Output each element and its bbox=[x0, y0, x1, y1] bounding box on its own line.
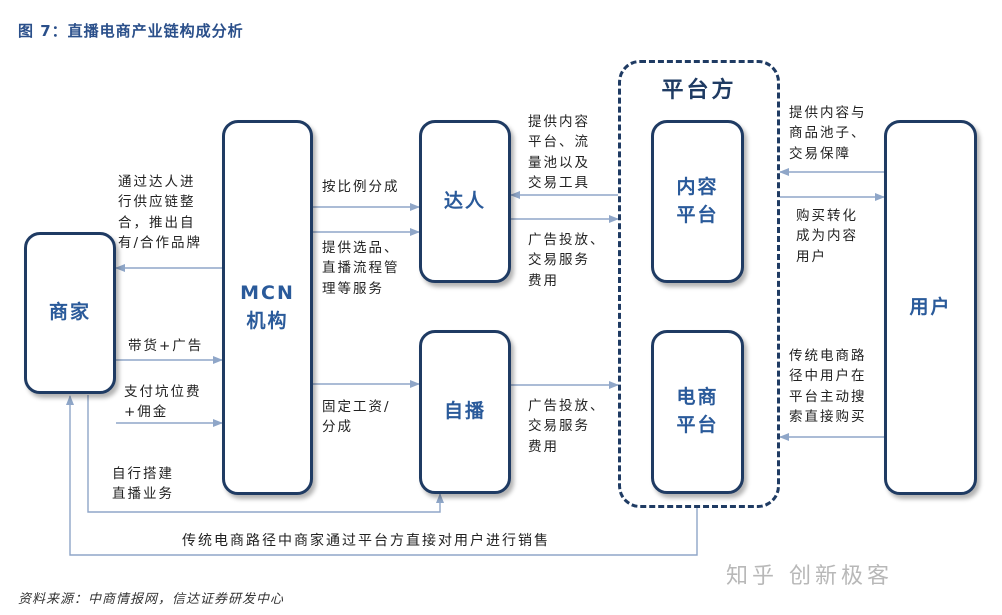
arrow-merchant-to-self bbox=[87, 395, 444, 513]
ecommerce-platform-line2: 平台 bbox=[676, 414, 719, 436]
label-mcn-to-merchant: 通过达人进 行供应链整 合，推出自 有/合作品牌 bbox=[118, 174, 203, 251]
platform-side-frame bbox=[618, 60, 780, 508]
label-merchant-fees: 支付坑位费 +佣金 bbox=[124, 384, 202, 421]
platform-side-title: 平台方 bbox=[661, 78, 737, 103]
label-platform-to-user: 提供内容与 商品池子、 交易保障 bbox=[789, 105, 867, 162]
arrow-traditional-path bbox=[66, 395, 698, 556]
influencer-label: 达人 bbox=[443, 189, 486, 212]
watermark: 知乎 创新极客 bbox=[726, 564, 893, 589]
label-merchant-goods: 带货+广告 bbox=[128, 338, 204, 354]
merchant-label: 商家 bbox=[48, 301, 91, 324]
label-platform-to-influencer: 提供内容 平台、流 量池以及 交易工具 bbox=[528, 114, 590, 191]
user-box: 用户 bbox=[884, 120, 977, 495]
ecommerce-platform-box: 电商 平台 bbox=[651, 330, 744, 494]
merchant-box: 商家 bbox=[24, 232, 116, 394]
content-platform-line1: 内容 bbox=[676, 175, 719, 198]
mcn-label-line2: 机构 bbox=[246, 309, 289, 332]
ecommerce-platform-line1: 电商 bbox=[676, 386, 719, 409]
label-mcn-salary: 固定工资/ 分成 bbox=[322, 399, 391, 436]
source-note: 资料来源：中商情报网，信达证券研发中心 bbox=[18, 592, 285, 607]
mcn-box: MCN 机构 bbox=[222, 120, 313, 495]
user-label: 用户 bbox=[909, 295, 952, 318]
label-mcn-share: 按比例分成 bbox=[322, 179, 400, 195]
label-user-search: 传统电商路 径中用户在 平台主动搜 索直接购买 bbox=[789, 348, 867, 425]
content-platform-box: 内容 平台 bbox=[651, 120, 744, 283]
label-traditional-path: 传统电商路径中商家通过平台方直接对用户进行销售 bbox=[182, 533, 550, 549]
self-broadcast-label: 自播 bbox=[443, 400, 486, 423]
label-mcn-service: 提供选品、 直播流程管 理等服务 bbox=[322, 240, 400, 297]
figure-title: 图 7：直播电商产业链构成分析 bbox=[18, 22, 244, 40]
influencer-box: 达人 bbox=[419, 120, 511, 283]
label-merchant-self-build: 自行搭建 直播业务 bbox=[112, 466, 174, 503]
label-user-convert: 购买转化 成为内容 用户 bbox=[796, 208, 858, 265]
content-platform-line2: 平台 bbox=[676, 203, 719, 226]
label-influencer-to-platform: 广告投放、 交易服务 费用 bbox=[528, 232, 606, 289]
self-broadcast-box: 自播 bbox=[419, 330, 511, 494]
label-self-to-platform: 广告投放、 交易服务 费用 bbox=[528, 398, 606, 455]
mcn-label-line1: MCN bbox=[240, 281, 295, 304]
